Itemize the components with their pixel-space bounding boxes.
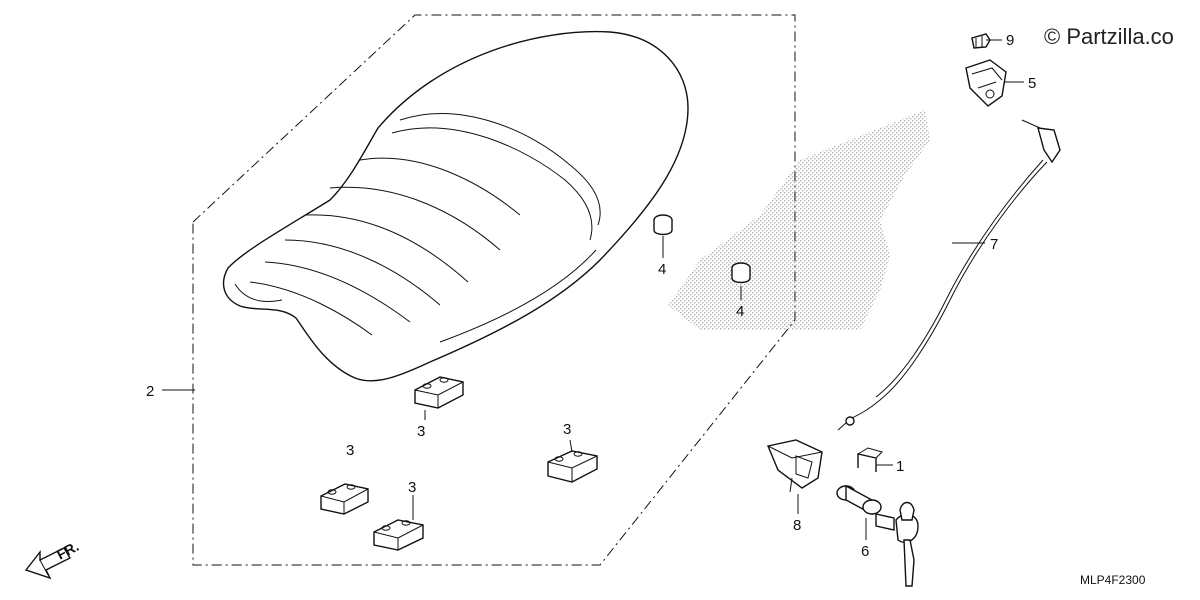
callout-3: 3 bbox=[563, 421, 571, 438]
frame-ghost-shading bbox=[668, 110, 930, 330]
callout-6: 6 bbox=[861, 543, 869, 560]
rubber-block bbox=[414, 376, 464, 409]
diagram-code: MLP4F2300 bbox=[1080, 573, 1146, 587]
callout-9: 9 bbox=[1006, 32, 1014, 49]
lock-cylinder bbox=[836, 484, 895, 531]
front-direction-indicator: FR. bbox=[24, 538, 81, 580]
cushion bbox=[653, 214, 673, 236]
rubber-block bbox=[320, 483, 369, 515]
lock-bracket bbox=[767, 439, 823, 493]
callout-7: 7 bbox=[990, 236, 998, 253]
seat-catch bbox=[965, 59, 1007, 107]
callout-3: 3 bbox=[346, 442, 354, 459]
rubber-block bbox=[547, 450, 598, 483]
leader-lines bbox=[162, 39, 1024, 540]
key bbox=[895, 501, 919, 587]
seat-assembly-outline bbox=[192, 14, 796, 566]
callout-8: 8 bbox=[793, 517, 801, 534]
callout-4: 4 bbox=[736, 303, 744, 320]
callout-1: 1 bbox=[896, 458, 904, 475]
rubber-block bbox=[373, 519, 424, 551]
callout-2: 2 bbox=[146, 383, 154, 400]
callout-4: 4 bbox=[658, 261, 666, 278]
callout-5: 5 bbox=[1028, 75, 1036, 92]
seat-assembly bbox=[222, 30, 689, 382]
cushion bbox=[731, 262, 751, 284]
bolt bbox=[971, 33, 991, 49]
callout-3: 3 bbox=[417, 423, 425, 440]
front-arrow-icon bbox=[24, 547, 71, 580]
seat-lock-cable bbox=[837, 119, 1061, 431]
lock-clip bbox=[857, 447, 883, 472]
callout-3: 3 bbox=[408, 479, 416, 496]
watermark: © Partzilla.co bbox=[1044, 24, 1174, 49]
